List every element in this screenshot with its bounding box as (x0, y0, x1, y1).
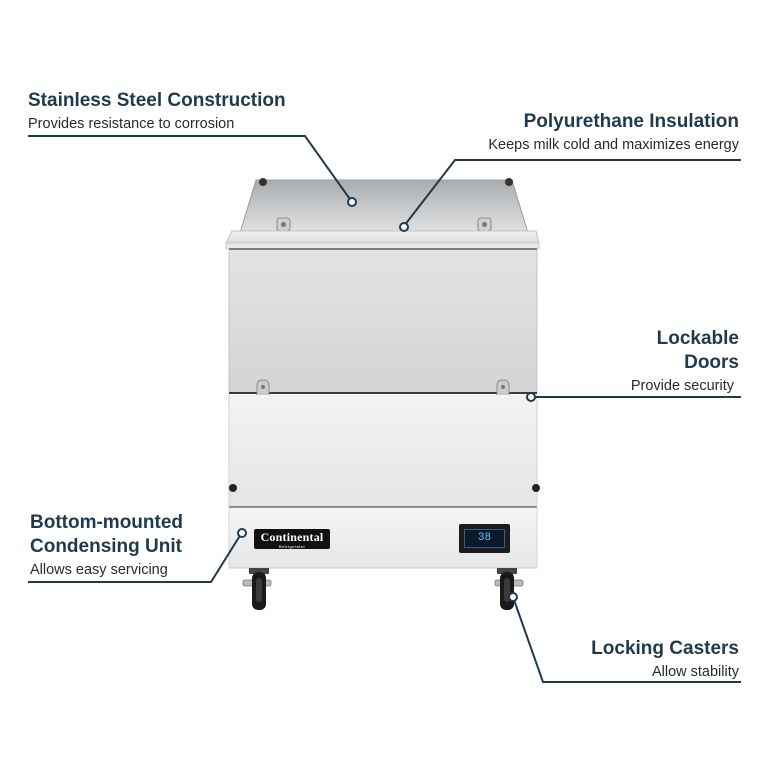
leader-dot-condensing (237, 528, 247, 538)
callout-subtitle: Provide security (630, 378, 734, 394)
callout-subtitle: Allow stability (651, 664, 739, 680)
lid-hinge-right (477, 217, 492, 232)
callout-title: Polyurethane Insulation (523, 111, 739, 132)
leader-line-insulation (403, 159, 741, 227)
leader-line-condensing (28, 533, 242, 583)
callout-title: Stainless Steel Construction (28, 90, 286, 111)
callout-polyurethane-insulation: Polyurethane Insulation Keeps milk cold … (488, 110, 739, 155)
callout-condensing-unit: Bottom-mounted Condensing Unit Allows ea… (30, 511, 183, 580)
top-lid (225, 230, 540, 250)
leader-dots (237, 197, 536, 602)
caster-right (494, 568, 524, 610)
callout-locking-casters: Locking Casters Allow stability (591, 637, 739, 682)
leader-dot-lockable (526, 392, 536, 402)
lid-hinge-left (276, 217, 291, 232)
callout-title-line2: Doors (684, 352, 739, 373)
upper-door (228, 250, 538, 394)
callout-subtitle: Keeps milk cold and maximizes energy (488, 137, 739, 153)
callout-subtitle: Allows easy servicing (30, 562, 168, 578)
temperature-display: 38 (459, 524, 510, 553)
callout-title-line2: Condensing Unit (30, 536, 182, 557)
leader-line-stainless (28, 135, 353, 203)
leader-line-casters (512, 596, 741, 683)
temperature-readout: 38 (464, 529, 505, 548)
callout-title-line1: Bottom-mounted (30, 512, 184, 533)
lower-cabinet (228, 395, 540, 508)
callout-subtitle: Provides resistance to corrosion (28, 116, 235, 132)
leader-dot-casters (508, 592, 518, 602)
leader-lines (28, 135, 741, 683)
callout-title-line1: Lockable (656, 328, 739, 349)
brand-name: Continental (260, 530, 324, 544)
callout-lockable-doors: Lockable Doors Provide security (631, 327, 739, 396)
brand-logo-plate: Continental Refrigerator (254, 529, 330, 549)
leader-dot-insulation (399, 222, 409, 232)
callout-stainless-steel: Stainless Steel Construction Provides re… (28, 89, 286, 134)
leader-dot-stainless (347, 197, 357, 207)
callout-title: Locking Casters (591, 638, 739, 659)
brand-tagline: Refrigerator (278, 544, 306, 549)
caster-left (242, 568, 272, 610)
